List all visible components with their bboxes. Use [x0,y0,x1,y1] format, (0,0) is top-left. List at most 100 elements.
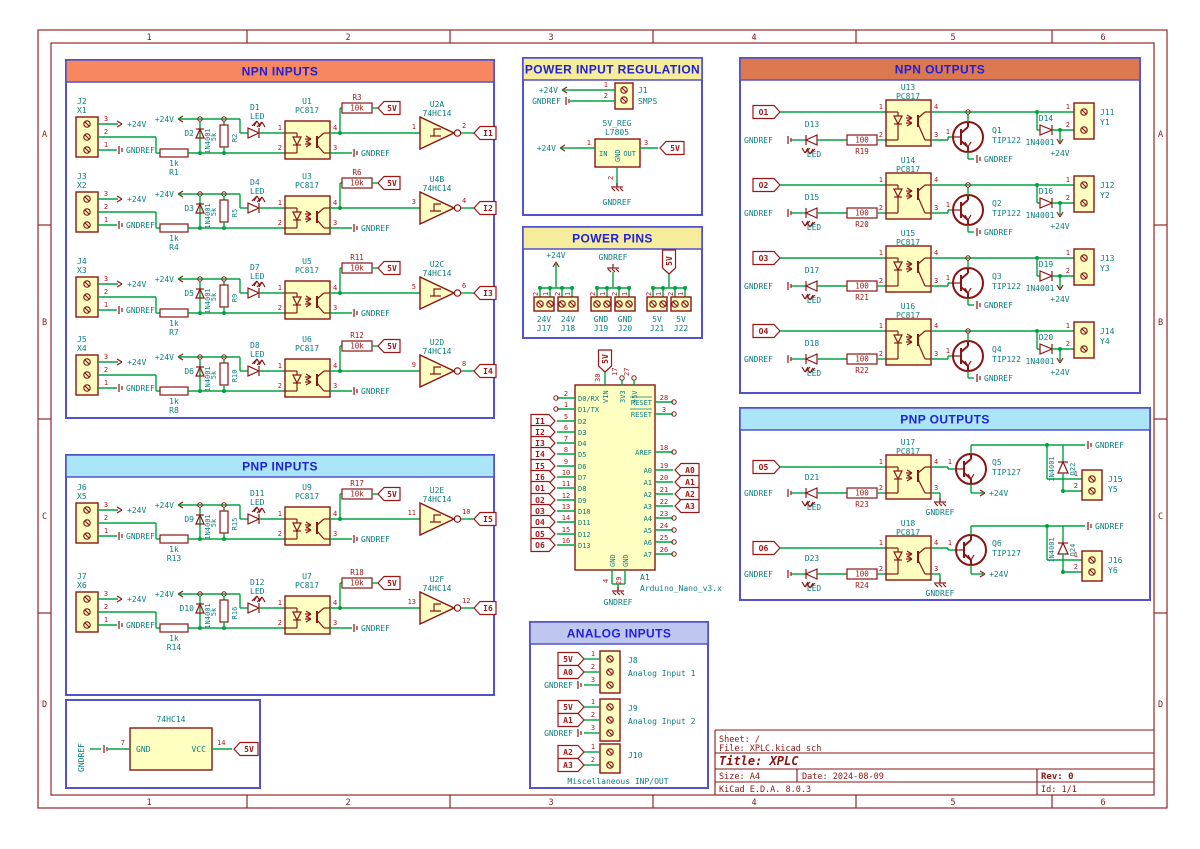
txt-input_rows-2-inv_val: 74HC14 [423,269,452,278]
txt-input_rows-4-clamp_val: 1N4001 [204,514,212,539]
net-tag: I4 [530,446,556,462]
optocoupler-icon [284,280,331,320]
txt-arduino-left_pins-13-name: D13 [578,542,591,550]
diode-icon [195,202,205,214]
screw-terminal-icon [83,371,91,379]
arrow-icon [967,473,975,480]
txt-opto_pins-in_bot: 2 [879,350,883,358]
txt-nets-gnd: GNDREF [744,570,773,579]
led-icon [247,358,266,377]
txt-pins2-0: 1 [1074,551,1078,559]
txt-power_reg-reg_val: L7805 [605,128,629,137]
txt-nets-p24: +24V [1050,295,1069,304]
txt-npn_output_rows-0-led_ref: D13 [805,120,820,129]
txt-power_reg-pin_gnd: 2 [607,176,615,180]
screw-terminal-icon [83,306,91,314]
txt-input_rows-5-pin_out: 12 [462,597,470,605]
txt-opto_pins-in_bot: 2 [278,304,282,312]
diode-icon [195,287,205,299]
txt-nets-gnd: GNDREF [126,146,155,155]
txt-opto_pins-out_bot: 3 [333,382,337,390]
txt-npn_output_rows-2-led_ref: D17 [805,266,820,275]
diode-icon [1057,460,1069,474]
arrow-icon [258,507,266,514]
txt-nets-p5: 5V [387,579,397,588]
txt-arduino-left_pins-8-tag: O1 [535,484,545,493]
txt-nets-gnd: GNDREF [599,253,628,262]
connector-J6 [75,502,99,544]
txt-nets-gnd: GNDREF [126,306,155,315]
arrow-icon [906,474,913,482]
txt-conn3_pins-2: 1 [104,379,108,387]
txt-sheet-rows-3: D [1158,700,1163,710]
resistor-R7 [159,308,189,318]
transistor-icon [952,121,984,153]
txt-pp_pins-0: 2 [645,292,653,296]
screw-terminal-icon [83,506,91,514]
txt-analog-connectors-0-pins-1-num: 2 [591,663,595,671]
txt-pnp_output_rows-0-fly_ref: D22 [1069,463,1077,476]
txt-input_rows-3-pin_out: 8 [462,360,466,368]
txt-npn_output_rows-1-conn_ref: J12 [1100,181,1115,190]
screw-terminal-icon [671,300,679,308]
txt-sections-npn_outputs: NPN OUTPUTS [895,63,985,77]
gndref-icon [976,374,981,382]
section-analog_inputs: ANALOG INPUTS [529,621,709,789]
ground-icon [607,264,620,273]
gndref-icon [1087,522,1092,530]
diode-icon [195,127,205,139]
diode-D3 [195,196,205,226]
txt-input_rows-0-inv_ref: U2A [430,100,445,109]
txt-arduino-left_pins-4-tag: I3 [535,439,545,448]
transistor-icon [952,194,984,226]
txt-npn_output_rows-1-q_val: TIP122 [992,209,1021,218]
arrow-icon [305,378,312,386]
txt-nets-p24: +24V [989,570,1008,579]
txt-input_rows-0-rh_val: 1k [169,159,179,168]
gndref-icon [353,309,358,317]
net-tag-down: 5V [661,249,677,275]
txt-input_rows-2-conn_ref: J4 [77,257,87,266]
arrow-icon [967,554,975,561]
schmitt-inverter-icon [419,115,462,151]
txt-nets-gnd: GNDREF [744,355,773,364]
txt-pins2-0: 1 [1066,322,1070,330]
txt-pnp_output_rows-1-r_val: 100 [855,570,869,579]
txt-power_pin_groups-1-conns-0-0: GND [594,315,609,324]
txt-arduino-left_pins-3-num: 6 [564,424,568,432]
txt-input_rows-5-tag: I6 [483,604,493,613]
arrow-icon [1056,138,1064,145]
txt-nets-gnd: GNDREF [126,532,155,541]
net-tag: 5V [377,100,401,116]
net-tag: 5V [377,575,401,591]
led-icon [247,120,266,139]
arrow-icon [305,215,312,223]
txt-opto_pins-out_bot: 3 [333,530,337,538]
ground-icon [934,498,947,507]
txt-input_rows-4-pu_ref: R17 [350,479,364,488]
transistor-icon [952,340,984,372]
txt-npn_output_rows-0-opto_val: PC817 [896,92,920,101]
led-icon [801,207,818,228]
txt-npn_output_rows-0-r_ref: R19 [855,147,869,156]
txt-input_rows-3-pin_in: 9 [412,361,416,369]
connector-J14 [1073,321,1095,359]
arrow-icon [258,596,266,603]
txt-opto_pins-in_top: 1 [879,322,883,330]
txt-arduino-left_pins-9-name: D9 [578,497,586,505]
txt-input_rows-1-led_ref: D4 [250,178,260,187]
txt-arduino-right_pins-1-num: 3 [662,406,666,414]
txt-opto_pins-out_top: 4 [934,176,938,184]
txt-pp_pins-1: 1 [564,292,572,296]
screw-terminal-icon [83,621,91,629]
txt-opto_pins-in_bot: 2 [278,219,282,227]
txt-opto_pins-in_bot: 2 [879,484,883,492]
txt-sheet-cols-1: 2 [345,798,350,808]
txt-input_rows-5-led_val: LED [250,587,265,596]
resistor-R14 [159,623,189,633]
txt-pp_pins-0: 2 [667,292,675,296]
txt-input_rows-3-conn_ref: J5 [77,335,87,344]
txt-pnp_output_rows-0-opto_ref: U17 [901,438,916,447]
